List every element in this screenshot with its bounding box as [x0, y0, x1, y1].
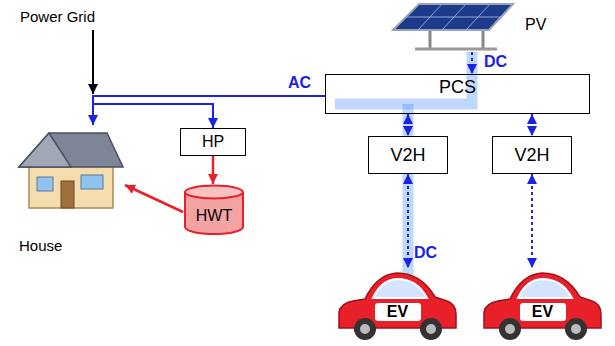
pv-panel: PV	[385, 0, 560, 52]
power-line	[471, 52, 473, 74]
node-text: HP	[202, 133, 224, 151]
house-illustration	[15, 125, 125, 210]
power-flow-band	[403, 104, 414, 280]
current-type-label: DC	[414, 244, 437, 262]
node-text: HWT	[196, 207, 232, 225]
node-text: House	[19, 237, 62, 254]
power-line	[407, 114, 409, 136]
node-text: V2H	[514, 145, 549, 166]
heat-flow-arrow	[125, 185, 183, 212]
electric-vehicle: EV	[480, 268, 605, 343]
power-line	[531, 174, 533, 268]
power-line	[531, 114, 533, 136]
source-label: Power Grid	[20, 8, 95, 25]
power-line	[93, 96, 325, 128]
electric-vehicle: EV	[335, 268, 460, 343]
heat-pump-box: HP	[180, 128, 246, 156]
grid-feed-arrow	[92, 30, 94, 94]
node-text: EV	[480, 303, 605, 321]
heat-flow-arrow	[212, 156, 215, 184]
pcs-box: PCS	[325, 74, 590, 114]
node-text: PV	[525, 16, 546, 34]
node-text: V2H	[390, 145, 425, 166]
node-text: EV	[335, 303, 460, 321]
v2h-box: V2H	[492, 136, 572, 174]
node-text: PCS	[439, 77, 476, 98]
power-line	[407, 174, 409, 268]
v2h-box: V2H	[368, 136, 448, 174]
hot-water-tank: HWT	[183, 184, 245, 236]
house: House	[15, 125, 125, 257]
current-type-label: DC	[484, 53, 507, 71]
solar-panel	[385, 0, 515, 52]
power-line	[93, 96, 325, 125]
current-type-label: AC	[288, 74, 311, 92]
